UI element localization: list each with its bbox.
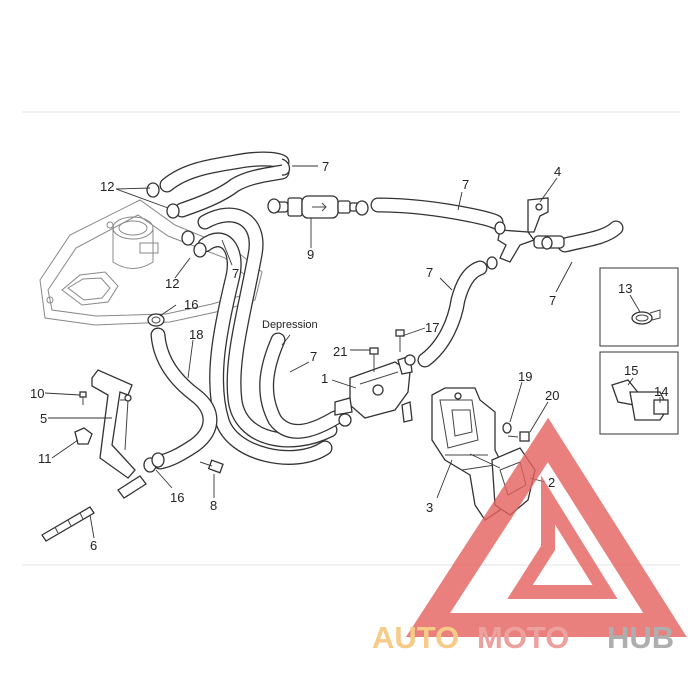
hose-7-middle	[417, 260, 488, 368]
label-11: 11	[38, 451, 52, 466]
hose-18	[150, 327, 218, 470]
leader-lines	[44, 165, 661, 539]
watermark-logo: AUTO MOTO HUB	[372, 417, 687, 655]
label-15: 15	[624, 363, 638, 378]
label-12-b: 12	[165, 276, 179, 291]
watermark-moto: MOTO	[477, 620, 569, 655]
label-21: 21	[333, 344, 347, 359]
label-7-c: 7	[462, 177, 469, 192]
t-fitting-4	[486, 197, 565, 270]
detail-box-14-15	[599, 351, 679, 435]
hose-7-right-curve	[557, 220, 624, 253]
clamps-12	[146, 182, 369, 258]
screw-17	[395, 329, 405, 352]
label-7-a: 7	[322, 159, 329, 174]
label-6: 6	[90, 538, 97, 553]
detail-box-13	[599, 267, 679, 347]
label-9: 9	[307, 247, 314, 262]
bracket-5	[91, 369, 136, 479]
label-19: 19	[518, 369, 532, 384]
label-12-a: 12	[100, 179, 114, 194]
inline-filter-9	[269, 195, 363, 219]
clamp-16-bottom	[143, 452, 165, 473]
hose-7-right-top	[370, 197, 504, 230]
hose-7-depression	[259, 332, 343, 439]
label-7-f: 7	[310, 349, 317, 364]
label-10: 10	[30, 386, 44, 401]
label-4: 4	[554, 164, 561, 179]
nut-11	[74, 427, 93, 445]
bolt-20	[507, 431, 530, 442]
label-3: 3	[426, 500, 433, 515]
label-16-b: 16	[170, 490, 184, 505]
label-20: 20	[545, 388, 559, 403]
label-17: 17	[425, 320, 439, 335]
washer-19	[502, 422, 512, 434]
label-13: 13	[618, 281, 632, 296]
hose-7-long-loop	[197, 207, 338, 465]
watermark-auto: AUTO	[372, 620, 459, 655]
label-16-a: 16	[184, 297, 198, 312]
label-7-b: 7	[232, 266, 239, 281]
watermark-hub: HUB	[607, 620, 674, 655]
part-labels: 7 12 12 7 9 7 4 7 7 16 18 Depression 7 1…	[30, 159, 668, 553]
screw-10	[79, 391, 87, 405]
label-14: 14	[654, 384, 668, 399]
label-18: 18	[189, 327, 203, 342]
label-8: 8	[210, 498, 217, 513]
clamp-16-top	[147, 313, 165, 327]
label-7-d: 7	[549, 293, 556, 308]
label-1: 1	[321, 371, 328, 386]
label-7-e: 7	[426, 265, 433, 280]
rod-6	[41, 475, 147, 542]
depression-label: Depression	[262, 319, 318, 331]
label-2: 2	[548, 475, 555, 490]
screw-21	[369, 347, 379, 372]
valve-body-1	[334, 354, 416, 427]
screw-8	[199, 459, 224, 474]
label-5: 5	[40, 411, 47, 426]
hose-7-top-loop	[159, 151, 291, 218]
